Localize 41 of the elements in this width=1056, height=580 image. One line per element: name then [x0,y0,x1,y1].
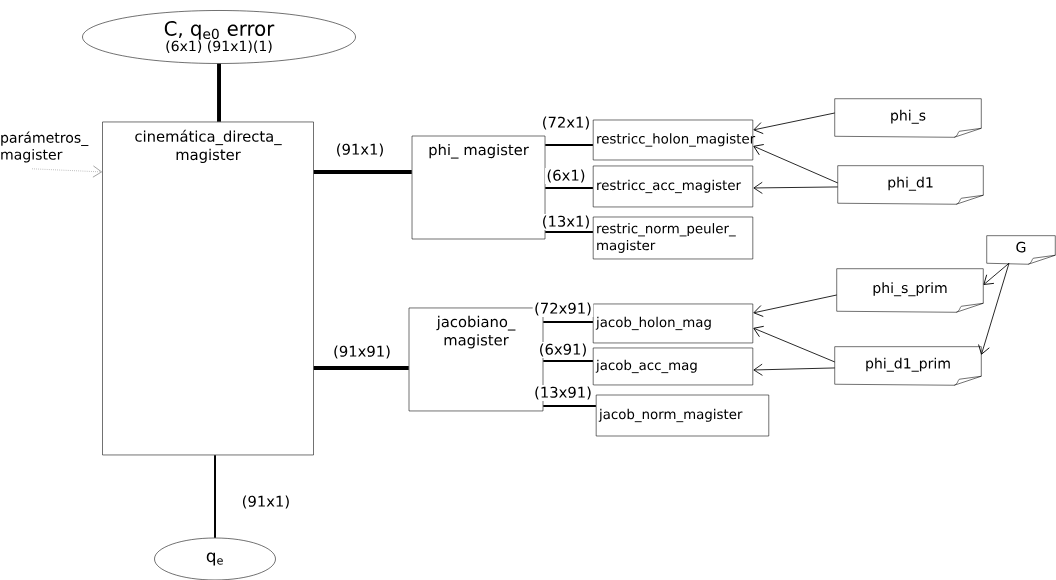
document-shape: phi_s [834,98,982,138]
connector-line [542,359,594,362]
process-box: restric_norm_peuler_ magister [592,216,754,260]
edge-label: (72x91) [532,301,594,317]
process-box: jacob_acc_mag [592,347,754,386]
arrow [753,181,839,194]
arrow [753,325,836,363]
arrow [983,262,1010,285]
document-shape: phi_d1_prim [834,346,982,386]
connector-line [542,320,594,323]
connector-line [544,144,594,146]
process-box: restricc_holon_magister [592,119,756,161]
edge-label: (13x91) [532,385,594,401]
arrow [753,294,838,317]
edge-label: (91x1) [240,494,292,510]
document-shape: phi_s_prim [836,268,984,313]
connector-line [313,170,412,174]
edge-label: (13x1) [540,214,592,230]
process-box: cinemática_directa_ magister [102,121,314,456]
connector-line [214,454,216,539]
process-box: jacob_norm_magister [595,394,770,437]
input-label: parámetros_ magister [1,131,89,163]
connector-line [542,405,597,407]
edge-label: (91x91) [331,344,393,360]
edge-label: (6x1) [545,168,587,184]
connector-line [544,187,594,189]
connector-line [544,231,594,233]
edge-label: (6x91) [537,342,589,358]
process-box: restricc_acc_magister [592,165,754,208]
connector-line [217,63,221,122]
connector-line [313,366,409,370]
arrow [31,165,102,178]
edge-label: (91x1) [334,142,386,158]
document-shape: G [986,235,1056,265]
arrow [753,112,836,135]
edge-label: (72x1) [540,115,592,131]
process-box: jacob_holon_mag [592,303,754,344]
arrow [753,144,839,184]
arrow [753,363,836,376]
document-shape: phi_d1 [837,165,984,205]
arrow [978,262,1010,355]
